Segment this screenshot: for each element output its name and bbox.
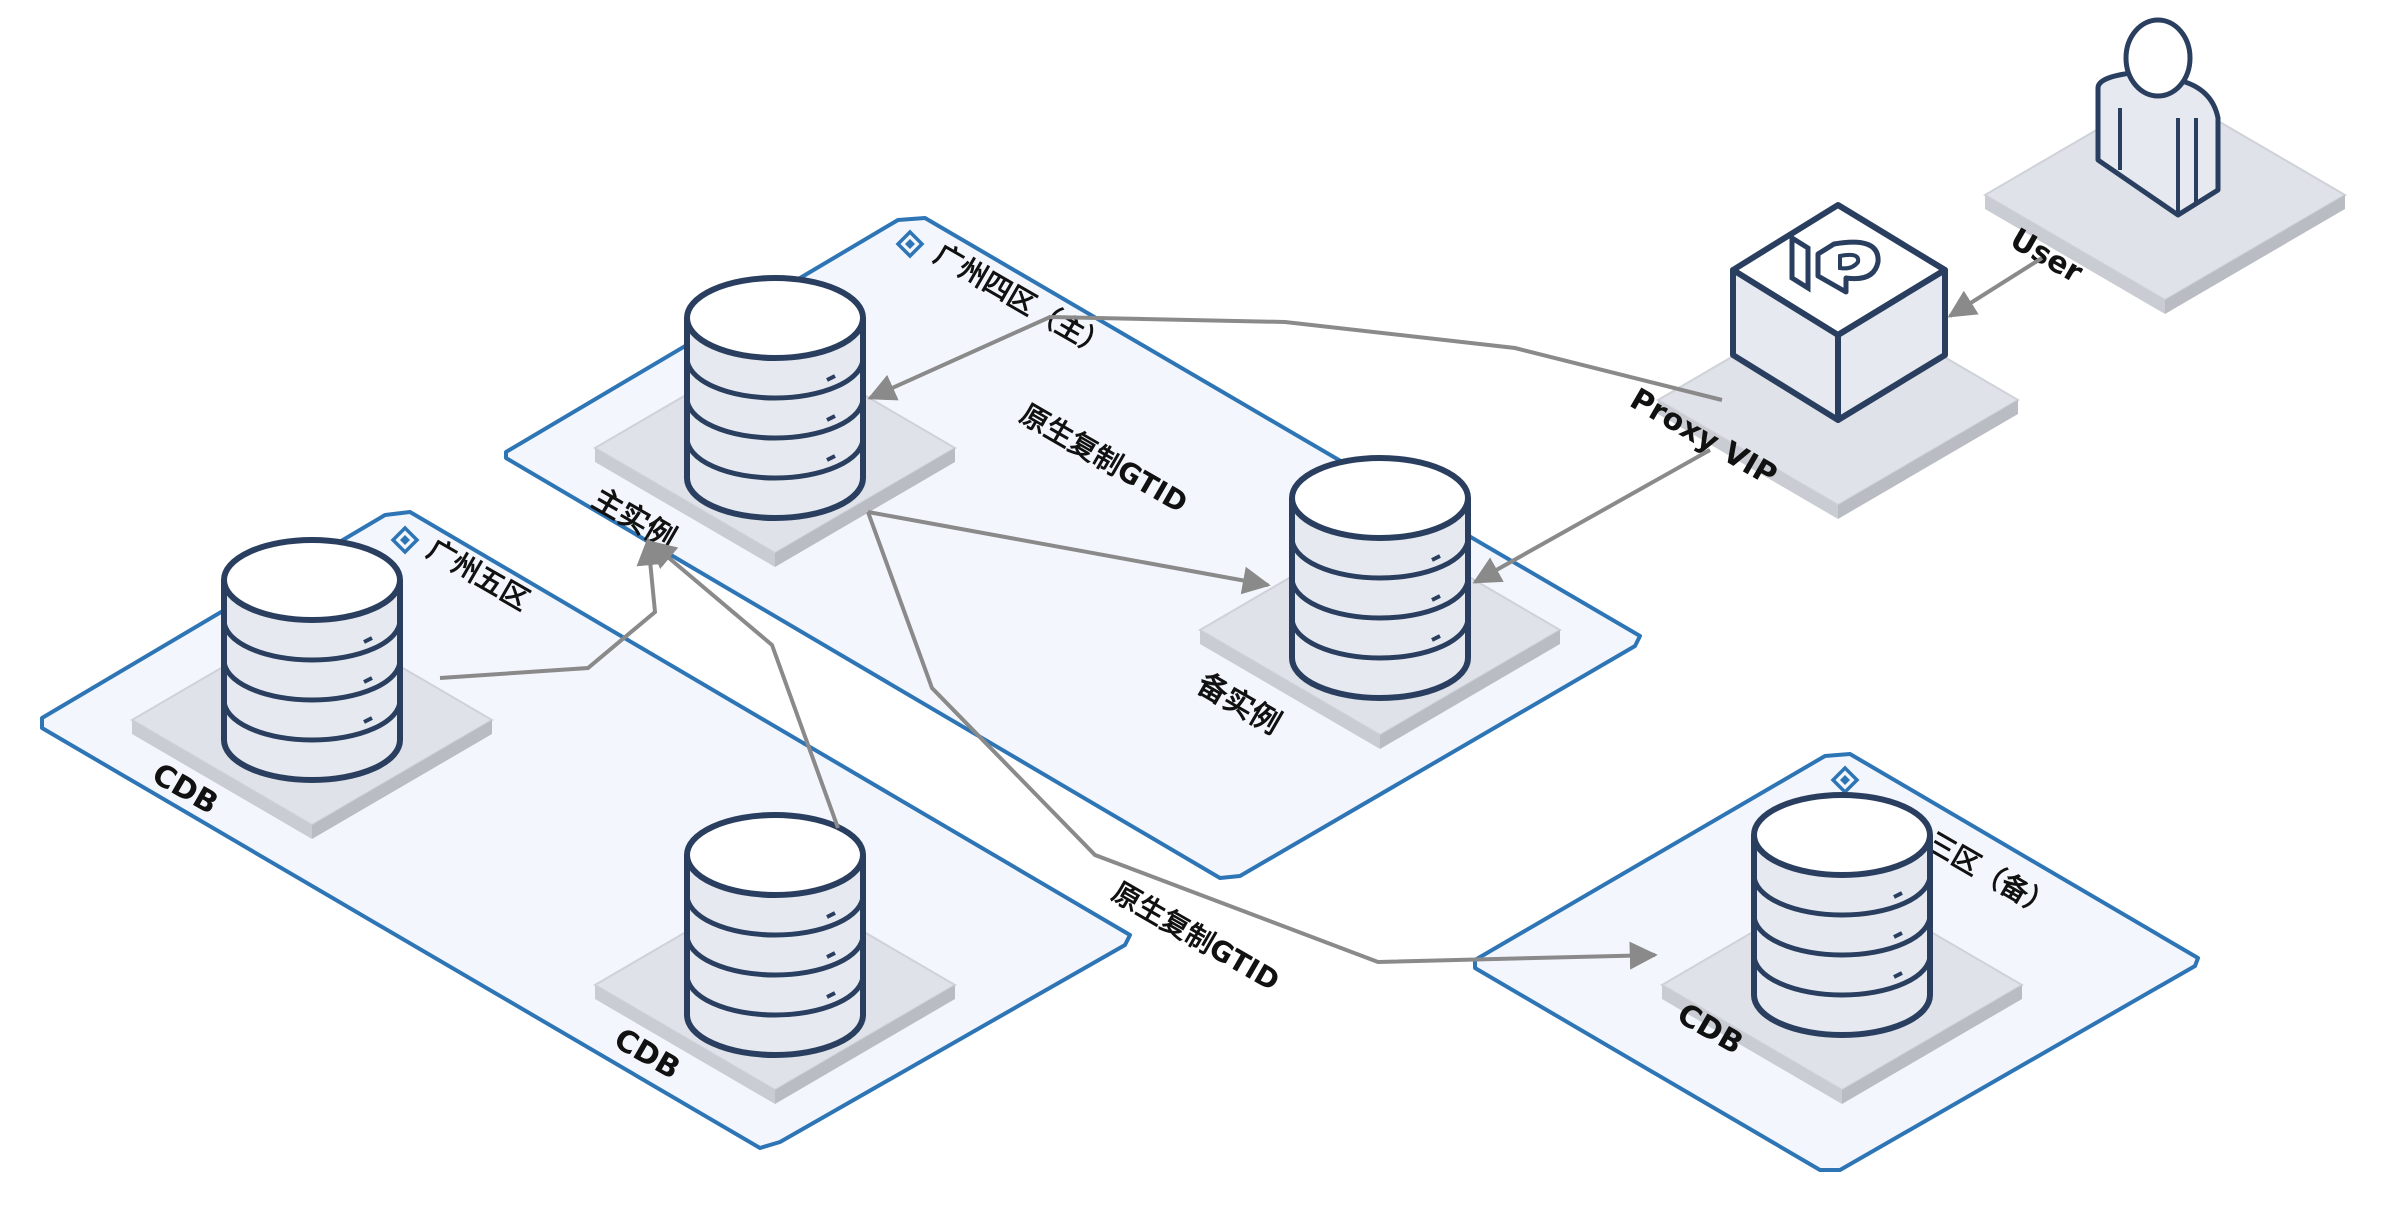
user-icon [2095, 17, 2221, 218]
database-icon [224, 540, 400, 780]
user-node[interactable] [1984, 17, 2346, 315]
proxy-vip-node[interactable] [1657, 202, 2019, 520]
edge-cdb-gz5b-primary [647, 540, 840, 829]
ip-box-icon [1730, 202, 1948, 423]
edge-proxy-primary [867, 314, 1723, 402]
edge-primary-cdb-gz3 [866, 511, 1658, 970]
database-icon [1754, 795, 1930, 1035]
edge-cdb-gz5a-primary [439, 537, 665, 680]
edges [439, 256, 2044, 970]
edge-user-proxy [1947, 256, 2044, 318]
database-icon [687, 815, 863, 1055]
edge-proxy-standby [1472, 448, 1711, 584]
database-icon [1292, 458, 1468, 698]
database-icon [687, 278, 863, 518]
edge-primary-standby [867, 510, 1271, 595]
